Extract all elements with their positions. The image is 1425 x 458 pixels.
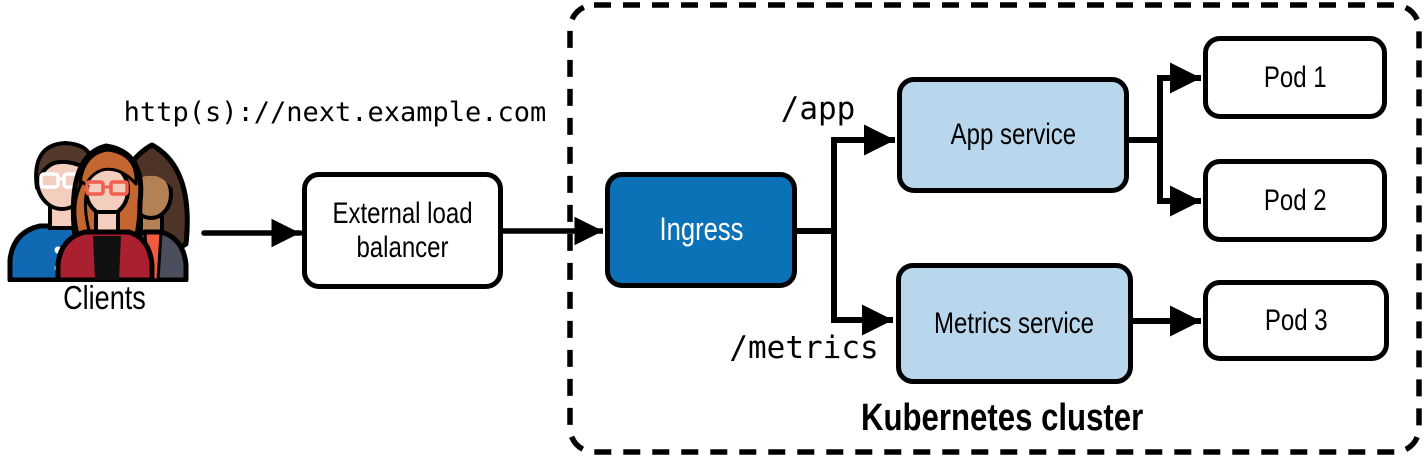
route-label-metrics: /metrics: [729, 330, 879, 366]
node-pod-3-label: Pod 3: [1264, 303, 1328, 337]
node-pod-1: Pod 1: [1203, 36, 1387, 119]
clients-icon: [7, 141, 190, 282]
node-ingress: Ingress: [605, 172, 797, 288]
node-app-service-label: App service: [950, 118, 1076, 152]
node-external-load-balancer-label: External load balancer: [332, 196, 473, 264]
node-pod-1-label: Pod 1: [1263, 60, 1327, 94]
node-external-load-balancer: External load balancer: [302, 172, 503, 289]
node-metrics-service-label: Metrics service: [934, 306, 1095, 340]
node-pod-2-label: Pod 2: [1263, 183, 1327, 217]
node-metrics-service: Metrics service: [896, 263, 1133, 384]
cluster-label-text: Kubernetes cluster: [860, 397, 1144, 439]
clients-label: Clients: [0, 279, 210, 317]
node-ingress-label: Ingress: [659, 211, 743, 248]
node-pod-2: Pod 2: [1203, 159, 1387, 242]
clients-label-text: Clients: [62, 279, 146, 316]
node-pod-3: Pod 3: [1203, 280, 1389, 361]
cluster-label: Kubernetes cluster: [792, 397, 1212, 440]
url-label: http(s)://next.example.com: [123, 97, 547, 128]
node-app-service: App service: [897, 77, 1129, 193]
route-label-app: /app: [780, 91, 856, 127]
